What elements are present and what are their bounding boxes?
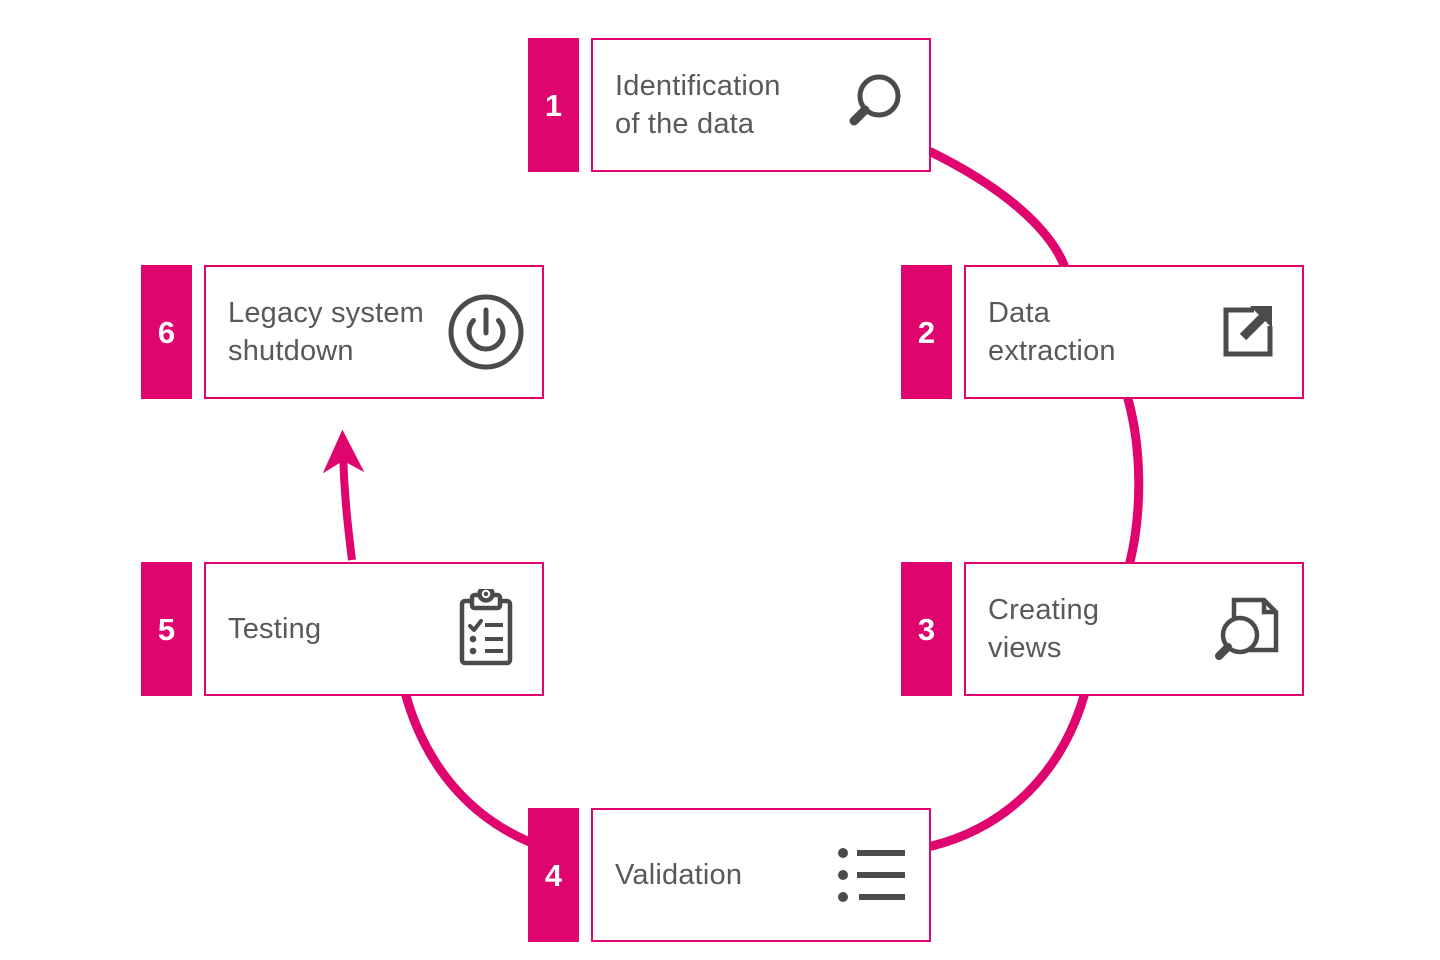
step-2-label: Data extraction [988,296,1116,367]
step-5[interactable]: 5 Testing [141,562,544,696]
step-3[interactable]: 3 Creating views [901,562,1304,696]
step-1[interactable]: 1 Identification of the data [528,38,931,172]
step-6[interactable]: 6 Legacy system shutdown [141,265,544,399]
connector-5-to-6 [322,429,365,561]
magnifier-icon [831,63,915,147]
step-2[interactable]: 2 Data extraction [901,265,1304,399]
step-5-number: 5 [141,562,192,696]
external-link-icon [1204,290,1288,374]
connector-3-to-4 [927,691,1089,851]
step-6-body[interactable]: Legacy system shutdown [204,265,544,399]
step-4-number: 4 [528,808,579,942]
step-4-body[interactable]: Validation [591,808,931,942]
clipboard-checklist-icon [444,587,528,671]
document-search-icon [1204,587,1288,671]
step-5-body[interactable]: Testing [204,562,544,696]
connector-1-to-2 [926,147,1069,270]
step-4[interactable]: 4 Validation [528,808,931,942]
step-2-body[interactable]: Data extraction [964,265,1304,399]
step-1-label: Identification of the data [615,69,781,140]
step-1-body[interactable]: Identification of the data [591,38,931,172]
connector-2-to-3 [1123,394,1144,567]
power-icon [444,290,528,374]
step-3-label: Creating views [988,593,1100,664]
bulleted-list-icon [831,833,915,917]
step-3-number: 3 [901,562,952,696]
step-4-label: Validation [615,858,743,891]
step-3-body[interactable]: Creating views [964,562,1304,696]
step-5-label: Testing [228,612,322,645]
step-1-number: 1 [528,38,579,172]
step-6-label: Legacy system shutdown [228,296,425,367]
step-6-number: 6 [141,265,192,399]
connector-5-to-4 [401,691,550,853]
step-2-number: 2 [901,265,952,399]
